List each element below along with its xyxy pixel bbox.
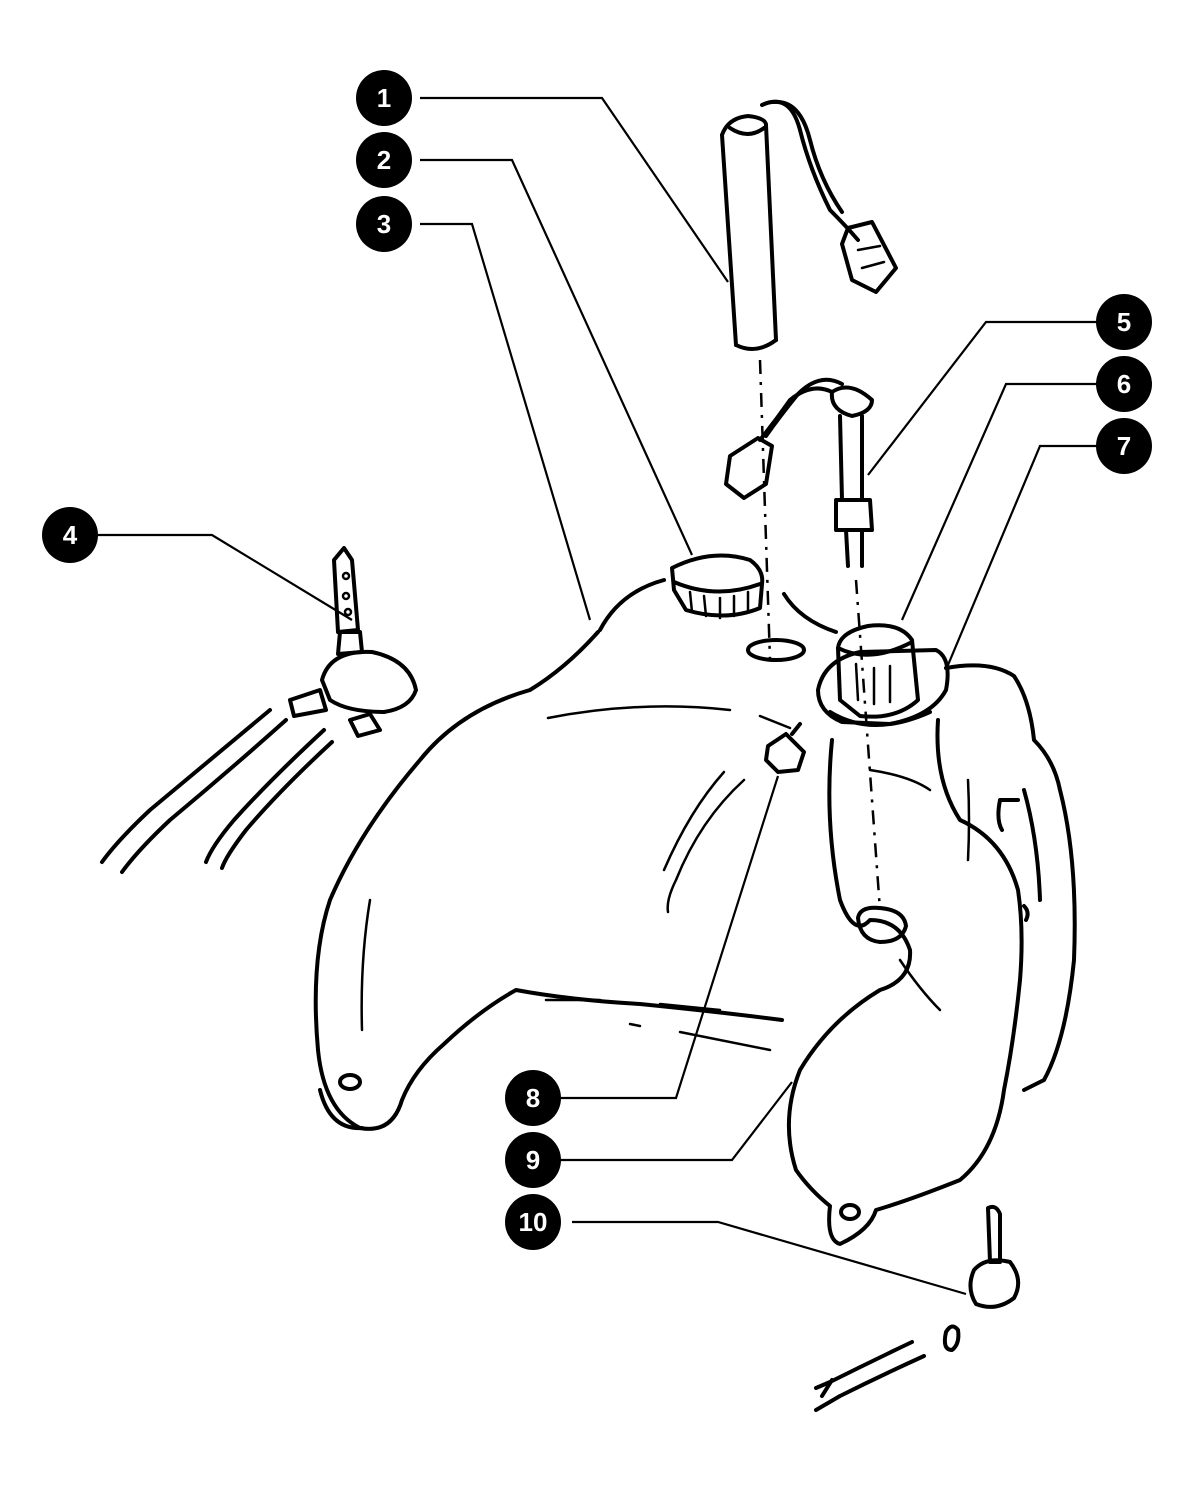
axis-pump (758, 359, 772, 661)
callout-label-9: 9 (526, 1145, 540, 1175)
fuel-tank-left-body (313, 578, 838, 1131)
callout-7: 7 (1096, 418, 1152, 474)
leader-lines (96, 96, 1100, 1296)
callout-label-2: 2 (377, 145, 391, 175)
callout-label-8: 8 (526, 1083, 540, 1113)
leader-3 (420, 222, 592, 621)
fuel-hoses (100, 708, 334, 874)
callout-label-4: 4 (63, 520, 78, 550)
leader-1 (420, 96, 729, 283)
axis-sensor (854, 579, 882, 911)
callout-label-1: 1 (377, 83, 391, 113)
leader-9 (560, 1081, 793, 1162)
filler-neck (836, 623, 920, 719)
callout-2: 2 (356, 132, 412, 188)
callout-1: 1 (356, 70, 412, 126)
callout-label-3: 3 (377, 209, 391, 239)
callout-label-6: 6 (1117, 369, 1131, 399)
callout-8: 8 (505, 1070, 561, 1126)
callout-4: 4 (42, 507, 98, 563)
leader-7 (946, 444, 1100, 666)
leader-6 (900, 382, 1100, 621)
callout-10: 10 (505, 1194, 561, 1250)
leader-10 (572, 1220, 967, 1296)
leader-2 (420, 158, 694, 556)
callout-3: 3 (356, 196, 412, 252)
hose-fitting (764, 722, 806, 774)
callout-label-5: 5 (1117, 307, 1131, 337)
filler-cap (670, 553, 765, 620)
callout-label-10: 10 (519, 1207, 548, 1237)
fuel-pump-unit (720, 99, 898, 351)
fuel-cock (288, 546, 418, 738)
level-sensor (724, 377, 874, 568)
tank-opening (746, 638, 806, 662)
callout-6: 6 (1096, 356, 1152, 412)
callout-label-7: 7 (1117, 431, 1131, 461)
drain-fitting (814, 1204, 1021, 1412)
fuel-tank-right-body (786, 663, 1077, 1246)
callout-5: 5 (1096, 294, 1152, 350)
callout-9: 9 (505, 1132, 561, 1188)
leader-8 (560, 775, 780, 1100)
leader-5 (867, 320, 1100, 476)
filler-bracket (816, 648, 950, 727)
leader-4 (96, 533, 353, 621)
